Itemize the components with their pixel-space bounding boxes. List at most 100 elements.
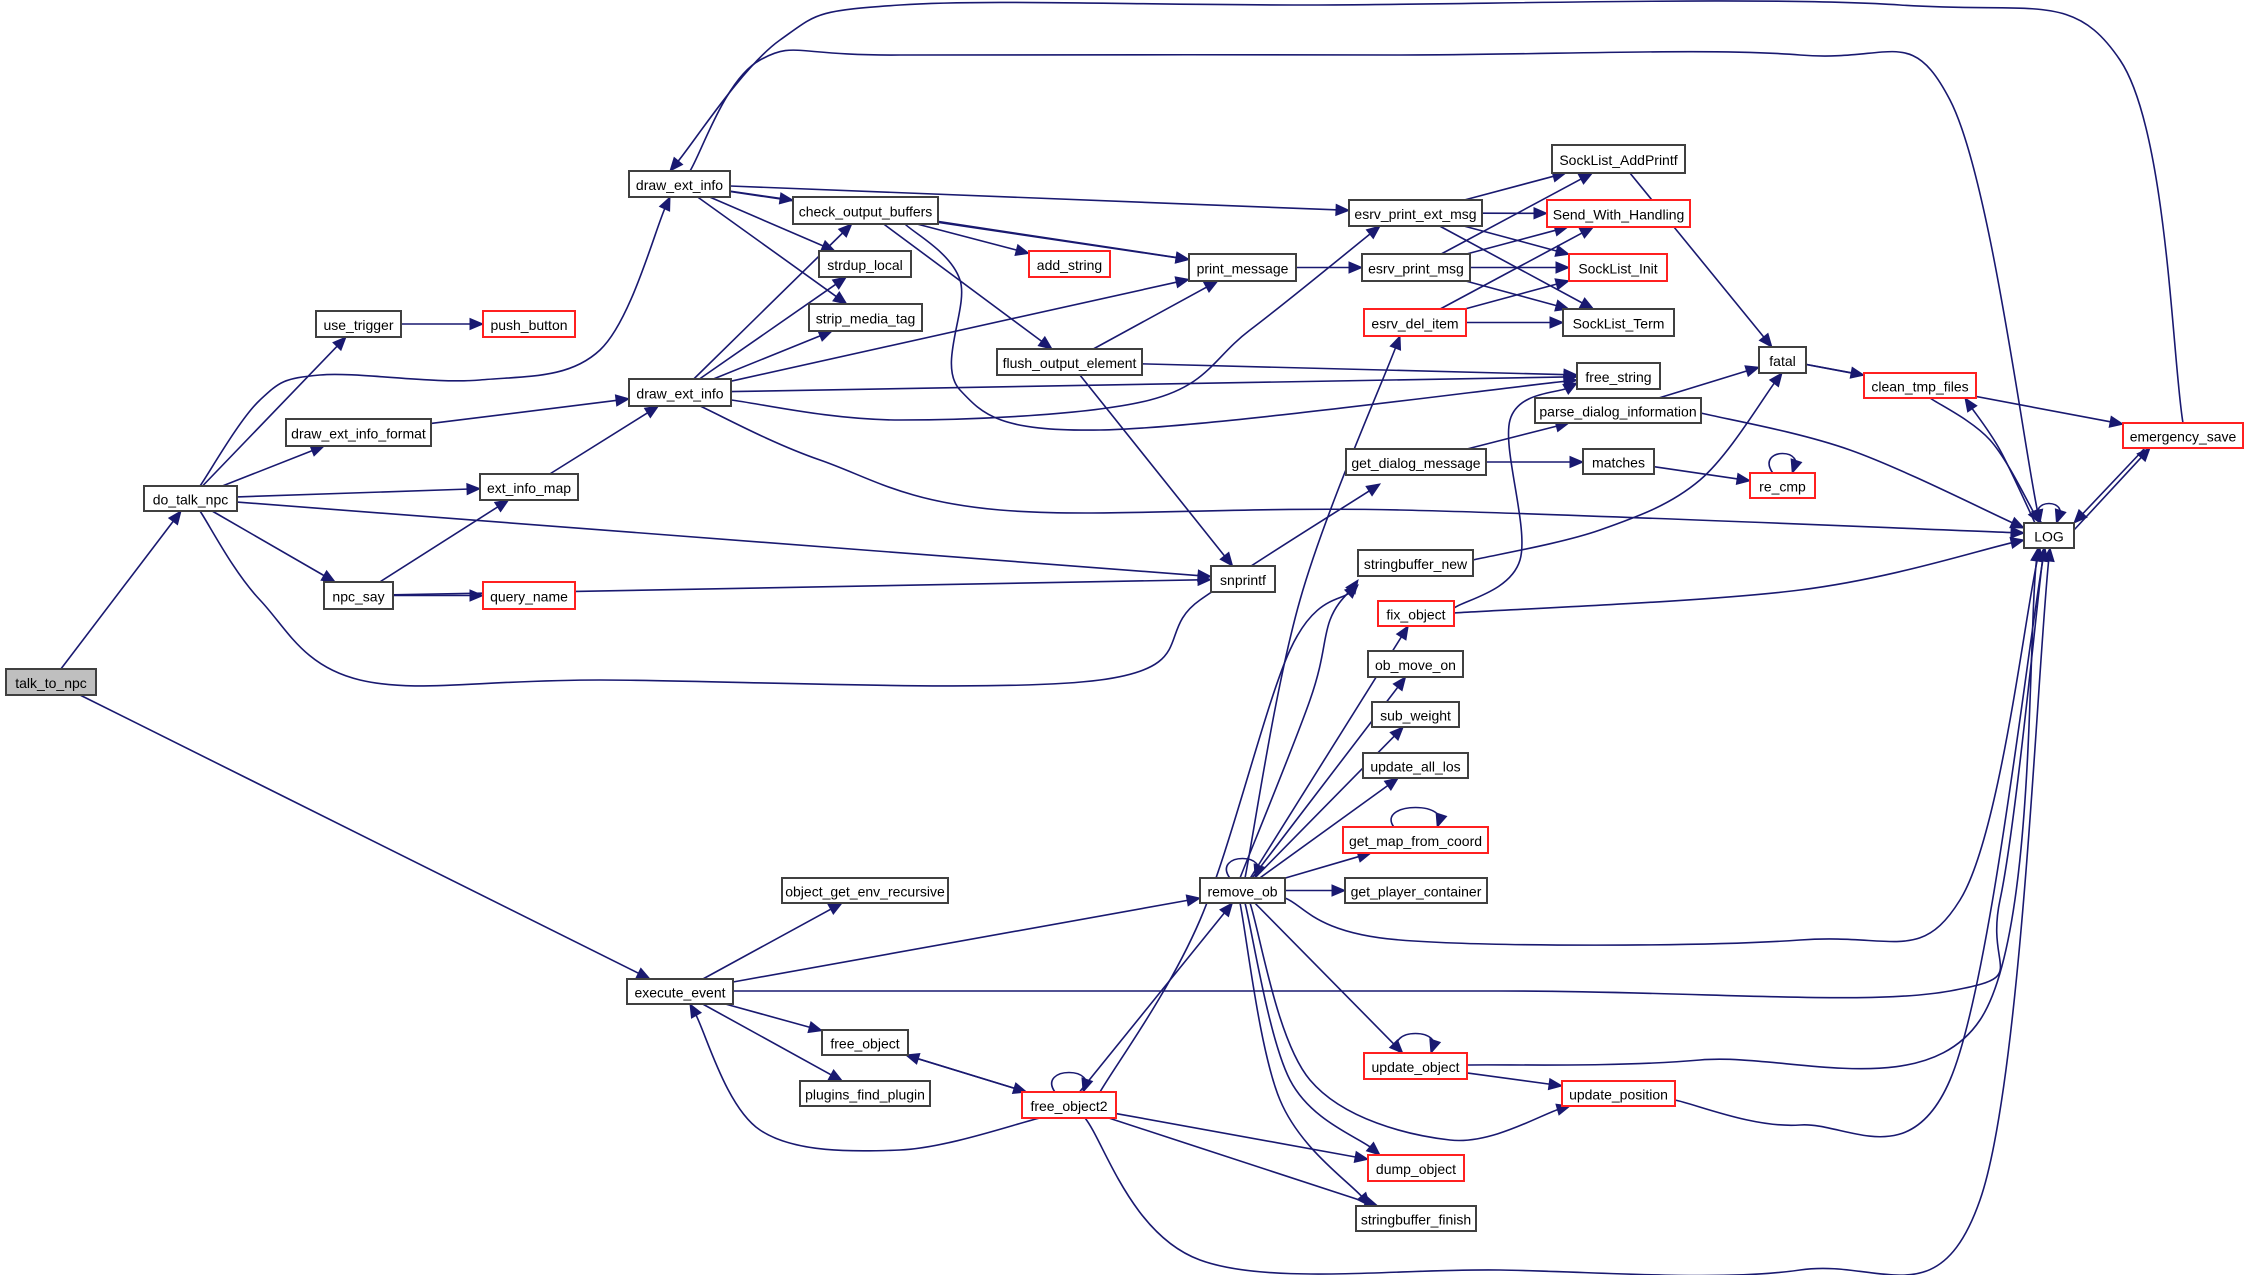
node-execute-event[interactable]: execute_event [626,978,734,1005]
arrowhead-icon [689,1002,703,1019]
node-update-all-los[interactable]: update_all_los [1362,752,1469,779]
node-parse-dialog-information[interactable]: parse_dialog_information [1534,397,1702,424]
arrowhead-icon [1348,261,1364,274]
edge-remove_ob-to-update_all_los [1259,777,1400,879]
arrowhead-icon [658,195,671,212]
edge-line [1254,902,1397,1047]
node-log[interactable]: LOG [2023,522,2075,549]
node-socklist-init[interactable]: SockList_Init [1568,253,1668,282]
arrowhead-icon [466,482,482,496]
arrowhead-icon [904,1052,921,1065]
node-esrv-print-msg[interactable]: esrv_print_msg [1361,253,1471,282]
node-draw-ext-info-b[interactable]: draw_ext_info [628,378,732,407]
edge-do_talk_npc-to-npc_say [211,510,337,583]
node-talk-to-npc[interactable]: talk_to_npc [5,668,97,696]
node-draw-ext-info-a[interactable]: draw_ext_info [628,170,731,198]
node-label: matches [1592,455,1645,471]
edge-matches-to-re_cmp [1653,465,1752,485]
edge-fix_object-to-LOG [1453,536,2026,614]
node-emergency-save[interactable]: emergency_save [2122,422,2244,449]
node-strdup-local[interactable]: strdup_local [818,250,912,278]
node-label: get_dialog_message [1351,455,1480,471]
node-free-object[interactable]: free_object [821,1029,909,1056]
edge-line [1439,231,1585,310]
node-label: check_output_buffers [799,204,933,220]
node-snprintf[interactable]: snprintf [1210,565,1276,593]
node-box [781,877,949,904]
node-re-cmp[interactable]: re_cmp [1749,472,1816,499]
node-check-output-buffers[interactable]: check_output_buffers [792,196,939,225]
node-label: ob_move_on [1375,657,1456,673]
node-matches[interactable]: matches [1582,448,1655,475]
edge-line [201,343,340,487]
node-socklist-term[interactable]: SockList_Term [1562,308,1675,337]
edge-clean_tmp_files-to-LOG [1929,397,2041,525]
node-strip-media-tag[interactable]: strip_media_tag [808,303,923,332]
node-use-trigger[interactable]: use_trigger [315,310,402,338]
node-box [1562,308,1675,337]
node-box [482,310,576,338]
arrowhead-icon [1388,1038,1404,1054]
node-stringbuffer-new[interactable]: stringbuffer_new [1357,549,1474,577]
node-plugins-find-plugin[interactable]: plugins_find_plugin [799,1080,931,1107]
node-get-player-container[interactable]: get_player_container [1344,877,1488,904]
edge-line [236,501,1202,577]
node-label: get_player_container [1351,884,1482,900]
node-box [1863,372,1977,399]
node-get-map-from-coord[interactable]: get_map_from_coord [1342,826,1489,854]
node-label: snprintf [1220,572,1266,588]
edge-line [915,1057,1027,1093]
edge-remove_ob-to-update_object [1254,902,1404,1054]
arrowhead-icon [1578,297,1595,310]
edge-draw_ext_info_a-to-strip_media_tag [697,196,848,305]
node-send-with-handling[interactable]: Send_With_Handling [1546,199,1691,228]
arrowhead-icon [2036,546,2049,563]
arrowhead-icon [1365,1141,1381,1156]
node-label: fix_object [1386,607,1445,623]
node-free-string[interactable]: free_string [1576,362,1661,390]
node-ext-info-map[interactable]: ext_info_map [479,473,579,501]
node-esrv-del-item[interactable]: esrv_del_item [1363,308,1467,337]
node-label: esrv_print_ext_msg [1354,206,1476,222]
node-esrv-print-ext-msg[interactable]: esrv_print_ext_msg [1348,199,1483,227]
node-remove-ob[interactable]: remove_ob [1199,877,1286,904]
edge-line [1453,541,2015,614]
node-label: free_object2 [1030,1098,1107,1114]
arrowhead-icon [1577,172,1594,185]
node-print-message[interactable]: print_message [1188,253,1297,282]
edge-talk_to_npc-to-do_talk_npc [60,509,182,670]
node-update-position[interactable]: update_position [1561,1080,1676,1107]
node-get-dialog-message[interactable]: get_dialog_message [1345,448,1487,476]
edge-execute_event-to-free_object [725,1003,824,1034]
node-box [1188,253,1297,282]
edge-parse_dialog_information-to-fatal [1658,365,1761,399]
node-sub-weight[interactable]: sub_weight [1371,701,1460,728]
edge-line [1969,405,2036,524]
node-add-string[interactable]: add_string [1028,250,1111,278]
node-flush-output-element[interactable]: flush_output_element [996,348,1143,376]
node-label: update_object [1372,1059,1460,1075]
node-fix-object[interactable]: fix_object [1377,600,1455,627]
edge-remove_ob-to-stringbuffer_finish [1239,902,1371,1207]
node-stringbuffer-finish[interactable]: stringbuffer_finish [1355,1205,1477,1232]
edge-emergency_save-to-LOG [2073,447,2146,524]
node-dump-object[interactable]: dump_object [1367,1154,1465,1182]
edge-line [730,231,1373,421]
node-update-object[interactable]: update_object [1363,1052,1468,1080]
node-socklist-addprintf[interactable]: SockList_AddPrintf [1551,144,1686,174]
node-clean-tmp-files[interactable]: clean_tmp_files [1863,372,1977,399]
node-draw-ext-info-format[interactable]: draw_ext_info_format [285,418,432,447]
node-box [2023,522,2075,549]
node-label: print_message [1197,261,1289,277]
node-do-talk-npc[interactable]: do_talk_npc [143,485,238,512]
node-push-button[interactable]: push_button [482,310,576,338]
node-query-name[interactable]: query_name [482,581,576,610]
edge-line [730,376,1568,393]
node-free-object2[interactable]: free_object2 [1021,1091,1117,1119]
node-object-get-env-recursive[interactable]: object_get_env_recursive [781,877,949,904]
node-fatal[interactable]: fatal [1758,346,1807,374]
edge-line [1084,557,2050,1275]
node-npc-say[interactable]: npc_say [323,581,394,610]
node-ob-move-on[interactable]: ob_move_on [1367,650,1464,678]
node-box [1021,1091,1117,1119]
